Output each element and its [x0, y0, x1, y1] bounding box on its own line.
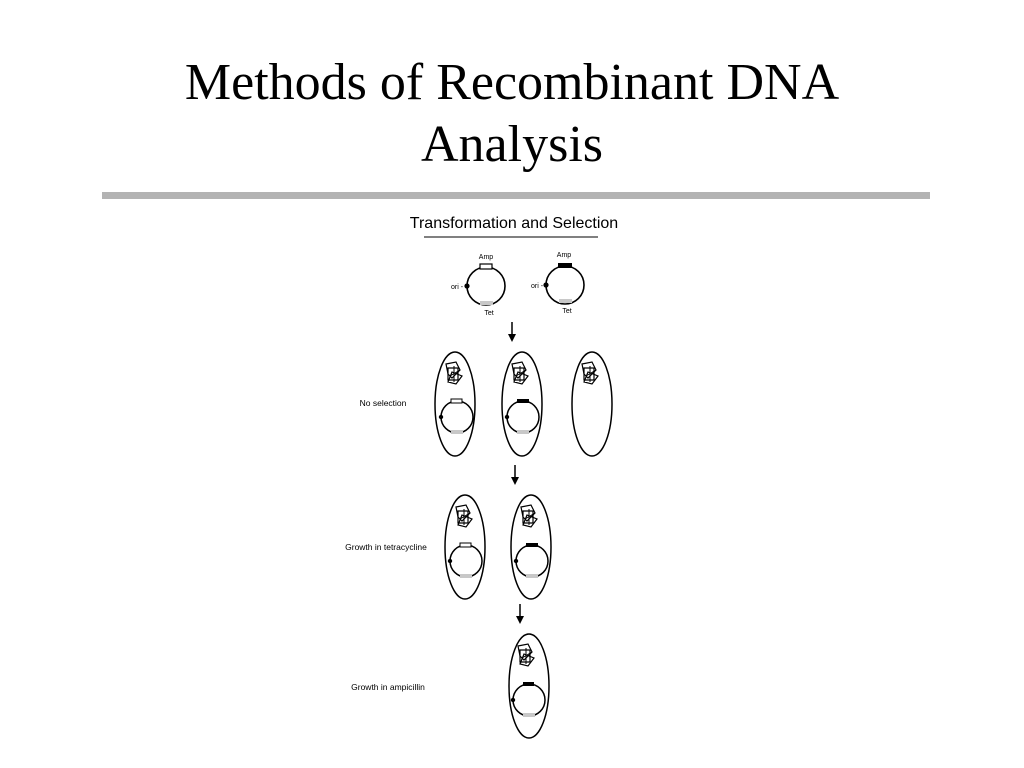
- cell-recombinant-plasmid: [501, 351, 543, 457]
- diagram-heading: Transformation and Selection: [410, 215, 618, 232]
- slide-title-line2: Analysis: [421, 116, 603, 173]
- stage-label-ampicillin: Growth in ampicillin: [351, 682, 425, 692]
- ori-marker: [464, 283, 470, 289]
- tet-gene-marker: [559, 299, 572, 303]
- cell-no-plasmid: [571, 351, 613, 457]
- tet-gene-marker: [480, 301, 493, 305]
- cell-intact-plasmid: [434, 351, 476, 457]
- amp-gene-marker: [479, 263, 493, 270]
- tet-label: Tet: [484, 310, 493, 317]
- arrow-down: [511, 465, 519, 485]
- amp-label: Amp: [479, 254, 494, 261]
- ori-label: ori -: [451, 284, 464, 291]
- tet-label: Tet: [562, 308, 571, 315]
- stage-label-no-selection: No selection: [360, 398, 407, 408]
- cell-intact-plasmid: [444, 494, 486, 600]
- slide-title: Methods of Recombinant DNA Analysis: [0, 52, 1024, 176]
- cell-recombinant-plasmid: [510, 494, 552, 600]
- amp-insert-marker: [558, 263, 572, 268]
- title-divider: [102, 192, 930, 199]
- stage-label-tetracycline: Growth in tetracycline: [345, 542, 427, 552]
- slide-title-line1: Methods of Recombinant DNA: [184, 54, 840, 111]
- plasmid-intact: Amp Tet ori -: [451, 254, 506, 317]
- cell-intact-plasmid: [508, 633, 550, 739]
- ori-label: ori -: [531, 283, 544, 290]
- amp-label: Amp: [557, 252, 572, 259]
- arrow-down: [516, 604, 524, 624]
- plasmid-recombinant: Amp Tet ori -: [531, 252, 585, 315]
- ori-marker: [543, 282, 549, 288]
- arrow-down: [508, 322, 516, 342]
